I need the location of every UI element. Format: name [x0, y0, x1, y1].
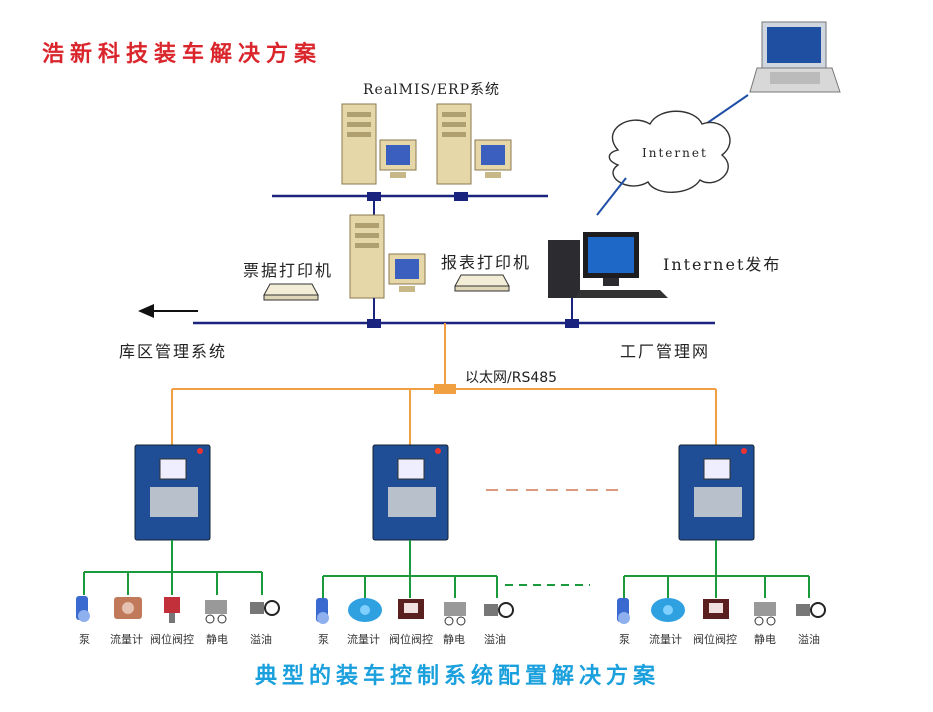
static-icon: [754, 602, 776, 626]
network-connector: [454, 192, 468, 201]
valve-label: 阀位阀控: [389, 633, 433, 646]
pump-icon: [76, 596, 90, 622]
overflow-label: 溢油: [798, 633, 820, 646]
network-connector: [367, 319, 381, 328]
controller-cabinet-2-icon: [372, 444, 449, 541]
report-printer-label: 报表打印机: [441, 253, 532, 272]
network-connector: [565, 319, 579, 328]
static-label: 静电: [443, 633, 465, 646]
controller-cabinet-1-icon: [134, 444, 211, 541]
laptop-icon: [749, 21, 841, 93]
report-printer-icon: [454, 274, 510, 292]
arrow-left-icon: [138, 304, 198, 318]
factory-network-label: 工厂管理网: [620, 342, 711, 361]
pump-label: 泵: [79, 633, 90, 646]
static-label: 静电: [206, 633, 228, 646]
pump-icon: [617, 598, 630, 624]
flowmeter-icon: [651, 598, 685, 622]
flowmeter-label: 流量计: [649, 633, 682, 646]
ticket-printer-icon: [263, 283, 319, 301]
flowmeter-label: 流量计: [347, 633, 380, 646]
overflow-icon: [796, 602, 826, 618]
valve-icon: [398, 599, 424, 619]
pump-icon: [316, 598, 329, 624]
static-label: 静电: [754, 633, 776, 646]
valve-icon: [164, 597, 180, 623]
internet-cloud-icon: [608, 110, 731, 193]
internet-cloud-label: Internet: [642, 146, 708, 160]
static-icon: [444, 602, 466, 626]
flowmeter-label: 流量计: [110, 633, 143, 646]
depot-system-label: 库区管理系统: [119, 342, 228, 361]
device-bus-2: [322, 540, 498, 598]
overflow-icon: [484, 602, 514, 618]
network-connector: [367, 192, 381, 201]
static-icon: [205, 600, 227, 624]
print-server-icon: [349, 214, 426, 299]
valve-label: 阀位阀控: [150, 633, 194, 646]
overflow-label: 溢油: [484, 633, 506, 646]
flowmeter-icon: [348, 598, 382, 622]
internet-pc-icon: [548, 232, 668, 298]
valve-label: 阀位阀控: [693, 633, 737, 646]
page-title: 浩新科技装车解决方案: [42, 42, 323, 67]
internet-publish-label: Internet发布: [663, 255, 782, 274]
ticket-printer-label: 票据打印机: [243, 261, 334, 280]
device-icons-2: [316, 598, 514, 626]
valve-icon: [703, 599, 729, 619]
controller-cabinet-3-icon: [678, 444, 755, 541]
overflow-icon: [250, 600, 280, 616]
device-bus-1: [83, 540, 263, 595]
pump-label: 泵: [619, 633, 630, 646]
overflow-label: 溢油: [250, 633, 272, 646]
flowmeter-icon: [114, 597, 142, 619]
device-bus-3: [623, 540, 810, 598]
device-icons-1: [76, 596, 280, 624]
erp-server-2-icon: [436, 103, 512, 185]
bottom-title: 典型的装车控制系统配置解决方案: [255, 664, 661, 689]
pump-label: 泵: [318, 633, 329, 646]
cloud-to-pc-line: [596, 177, 627, 216]
erp-server-1-icon: [341, 103, 417, 185]
bus-connector: [434, 384, 456, 394]
erp-label: RealMIS/ERP系统: [363, 82, 501, 98]
ethernet-label: 以太网/RS485: [465, 370, 558, 386]
device-icons-3: [617, 598, 826, 626]
